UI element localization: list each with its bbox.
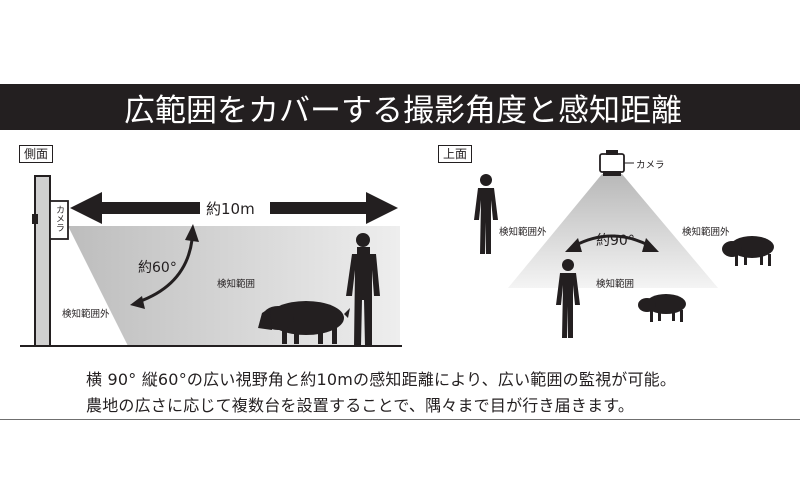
side-camera-label: カメラ [54, 205, 64, 232]
top-angle-label: 約90° [596, 233, 635, 249]
caption-line-2: 農地の広さに応じて複数台を設置することで、隅々まで目が行き届きます。 [86, 396, 635, 415]
arc90-head-left [565, 238, 582, 252]
top-camera-label: カメラ [636, 160, 665, 171]
person-outside-left [474, 174, 498, 254]
diagram-panel [0, 130, 800, 420]
side-view [20, 175, 402, 347]
top-detection-zone [508, 174, 718, 288]
distance-arrow [70, 192, 398, 224]
pole [34, 175, 51, 347]
side-outside-label: 検知範囲外 [62, 309, 110, 320]
distance-label: 約10m [202, 198, 259, 219]
side-inside-label: 検知範囲 [217, 279, 256, 290]
top-view-tag: 上面 [438, 145, 473, 163]
title-banner: 広範囲をカバーする撮影角度と感知距離 [0, 84, 800, 130]
top-camera [599, 150, 634, 176]
angle-arc-90 [573, 234, 651, 248]
top-outside-left-label: 検知範囲外 [499, 227, 547, 238]
person-side-silhouette [346, 233, 380, 346]
boar-side-silhouette [258, 301, 350, 344]
top-inside-label: 検知範囲 [596, 279, 635, 290]
angle-arrowhead-top [185, 224, 199, 242]
angle-arc-60 [137, 239, 194, 304]
top-outside-right-label: 検知範囲外 [682, 227, 730, 238]
person-inside-top [556, 259, 580, 338]
arc90-head-right [642, 238, 659, 252]
side-angle-label: 約60° [138, 260, 177, 276]
caption-line-1: 横 90° 縦60°の広い視野角と約10mの感知距離により、広い範囲の監視が可能… [86, 370, 677, 389]
page-title: 広範囲をカバーする撮影角度と感知距離 [124, 92, 682, 129]
side-view-tag: 側面 [19, 145, 54, 163]
side-camera-box [49, 200, 69, 240]
boar-inside-top [638, 294, 686, 322]
angle-arrowhead-bottom [130, 296, 145, 309]
top-view [474, 150, 774, 338]
boar-outside-right [722, 236, 774, 266]
